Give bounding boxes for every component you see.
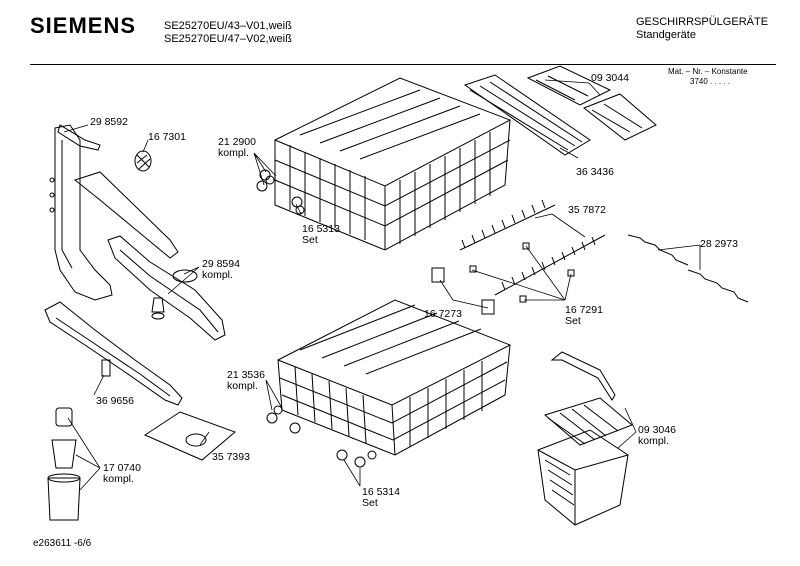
- cutlery-rack: [463, 74, 591, 156]
- part-label-167301: 16 7301: [148, 131, 186, 143]
- part-label-167273: 16 7273: [424, 308, 462, 320]
- cutlery-basket: [537, 351, 633, 526]
- document-id: e263611 -6/6: [33, 538, 92, 549]
- cover-plate: [143, 411, 236, 461]
- category-title: GESCHIRRSPÜLGERÄTE: [636, 16, 769, 28]
- lower-basket: [266, 299, 511, 468]
- mat-nr-value: 3740 . . . . .: [690, 77, 731, 86]
- leader-lines: [63, 79, 701, 491]
- subcategory-title: Standgeräte: [636, 29, 696, 41]
- part-label-369656: 36 9656: [96, 395, 134, 407]
- upper-spray-arm: [107, 235, 226, 341]
- mat-nr-label: Mat. – Nr. – Konstante: [668, 67, 748, 76]
- filter-set: [47, 407, 81, 521]
- part-label-282973: 28 2973: [700, 238, 738, 250]
- upper-basket: [256, 77, 511, 251]
- model-line-2: SE25270EU/47–V02,weiß: [164, 33, 292, 45]
- lower-spray-arm: [44, 301, 183, 406]
- part-label-093044: 09 3044: [591, 72, 629, 84]
- basket-clips: [431, 242, 575, 315]
- brand-logo: SIEMENS: [30, 13, 137, 38]
- nozzle-part: [134, 150, 152, 172]
- tine-rows: [459, 199, 606, 296]
- supply-pipe: [49, 124, 179, 301]
- stair-insert: [627, 234, 749, 303]
- rack-inserts: [526, 65, 657, 141]
- part-label-357872: 35 7872: [568, 204, 606, 216]
- part-label-298592: 29 8592: [90, 116, 128, 128]
- part-label-363436: 36 3436: [576, 166, 614, 178]
- model-line-1: SE25270EU/43–V01,weiß: [164, 20, 292, 32]
- part-label-357393: 35 7393: [212, 451, 250, 463]
- header-divider: [30, 64, 776, 65]
